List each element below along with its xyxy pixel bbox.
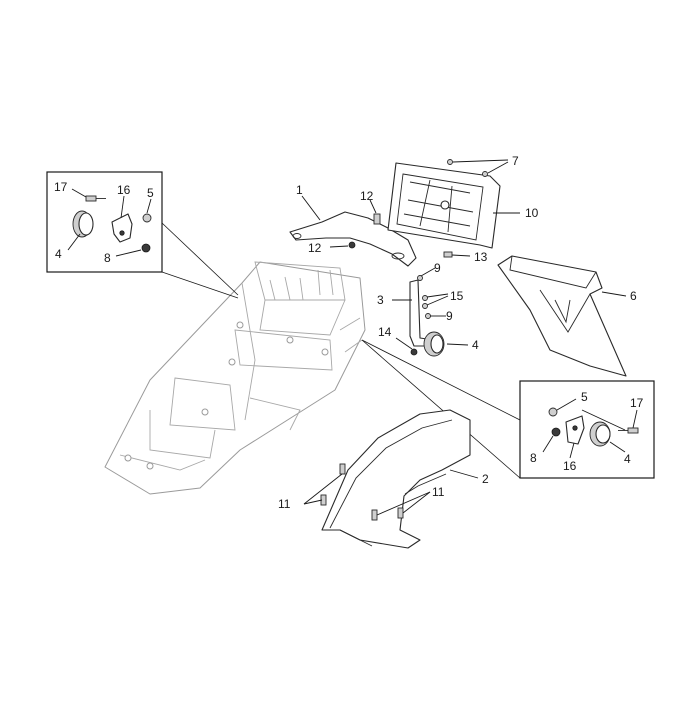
license-bracket-arm: 1	[289, 183, 417, 267]
callout-17-left: 17	[54, 180, 68, 194]
splash-guard: 6	[497, 255, 637, 377]
callout-11-left: 11	[278, 497, 291, 511]
callout-9-lower: 9	[446, 309, 453, 323]
bolt-17-left	[71, 188, 106, 202]
license-plate-holder: 10	[387, 162, 539, 249]
bolt-12-lower: 12	[308, 241, 356, 255]
bracket-16-right	[565, 415, 585, 459]
callout-16-left: 16	[117, 183, 131, 197]
callout-14: 14	[378, 325, 392, 339]
nut-14: 14	[378, 325, 418, 356]
callout-15: 15	[450, 289, 464, 303]
callout-4-left: 4	[55, 247, 62, 261]
callout-4-right: 4	[624, 452, 631, 466]
callout-5-left: 5	[147, 186, 154, 200]
callout-6: 6	[630, 289, 637, 303]
callout-13: 13	[474, 250, 488, 264]
screws-7: 7	[447, 154, 519, 177]
washer-8-right	[542, 427, 561, 453]
callout-12-lower: 12	[308, 241, 322, 255]
nut-5-left	[142, 198, 152, 223]
callout-2: 2	[482, 472, 489, 486]
callout-8-right: 8	[530, 451, 537, 465]
screws-11-left: 11	[278, 463, 346, 511]
inset-left: 17 16 5 4 8	[46, 171, 239, 299]
bracket-16-left	[111, 195, 133, 243]
screws-9-15: 15 9 9	[417, 261, 464, 323]
callout-1: 1	[296, 183, 303, 197]
nut-5-right	[548, 398, 577, 417]
bolt-17-right	[581, 409, 639, 434]
bolt-12-upper: 12	[360, 189, 381, 225]
reflector-4-right	[589, 421, 626, 453]
callout-5-right: 5	[581, 390, 588, 404]
callout-17-right: 17	[630, 396, 644, 410]
rear-frame	[104, 261, 366, 495]
reflector-4-center: 4	[423, 331, 479, 357]
callout-10: 10	[525, 206, 539, 220]
inset-right: 5 17 8 16 4	[361, 339, 655, 479]
callout-7: 7	[512, 154, 519, 168]
callout-8-left: 8	[104, 251, 111, 265]
callout-3: 3	[377, 293, 384, 307]
callout-12-upper: 12	[360, 189, 374, 203]
bolt-13: 13	[443, 250, 488, 264]
callout-4-center: 4	[472, 338, 479, 352]
callout-9-upper: 9	[434, 261, 441, 275]
rear-mudguard: 2	[321, 409, 489, 549]
callout-16-right: 16	[563, 459, 577, 473]
washer-8-left	[115, 243, 151, 257]
screws-11-right: 11	[371, 485, 445, 521]
reflector-4-left	[67, 210, 94, 251]
callout-11-right: 11	[432, 485, 445, 499]
